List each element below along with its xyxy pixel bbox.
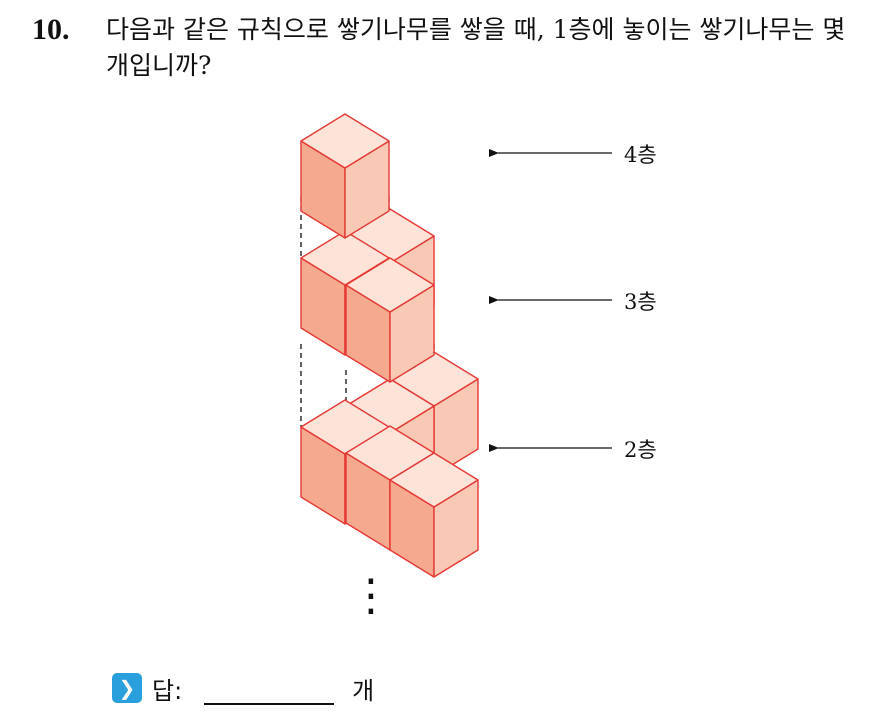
question-number: 10. [32,13,70,46]
layer-4-label: 4층 [624,143,657,167]
layer-3-pointer: 3층 [489,290,657,314]
question: 10. 다음과 같은 규칙으로 쌓기나무를 쌓을 때, 1층에 놓이는 쌓기나무… [32,12,872,84]
layer-2-blocks [300,351,479,578]
layer-3-label: 3층 [624,290,657,314]
chevron-right-icon: ❯ [112,673,142,703]
layer-3-blocks [300,208,435,383]
continuation-dots: ⋮ [349,570,393,621]
answer-label: 답: [152,676,183,705]
layer-2-label: 2층 [624,438,657,462]
cube-top-face [389,452,479,508]
layer-4-pointer: 4층 [489,143,657,167]
layer-2-pointer: 2층 [489,438,657,462]
question-text: 다음과 같은 규칙으로 쌓기나무를 쌓을 때, 1층에 놓이는 쌓기나무는 몇 … [106,15,846,80]
answer-blank[interactable] [204,671,335,705]
answer-unit: 개 [352,676,375,705]
layer-4-blocks [300,113,390,239]
cube-top-face [345,257,435,313]
cube-top-face [300,113,390,169]
answer-row: ❯ 답: 개 [112,668,374,708]
